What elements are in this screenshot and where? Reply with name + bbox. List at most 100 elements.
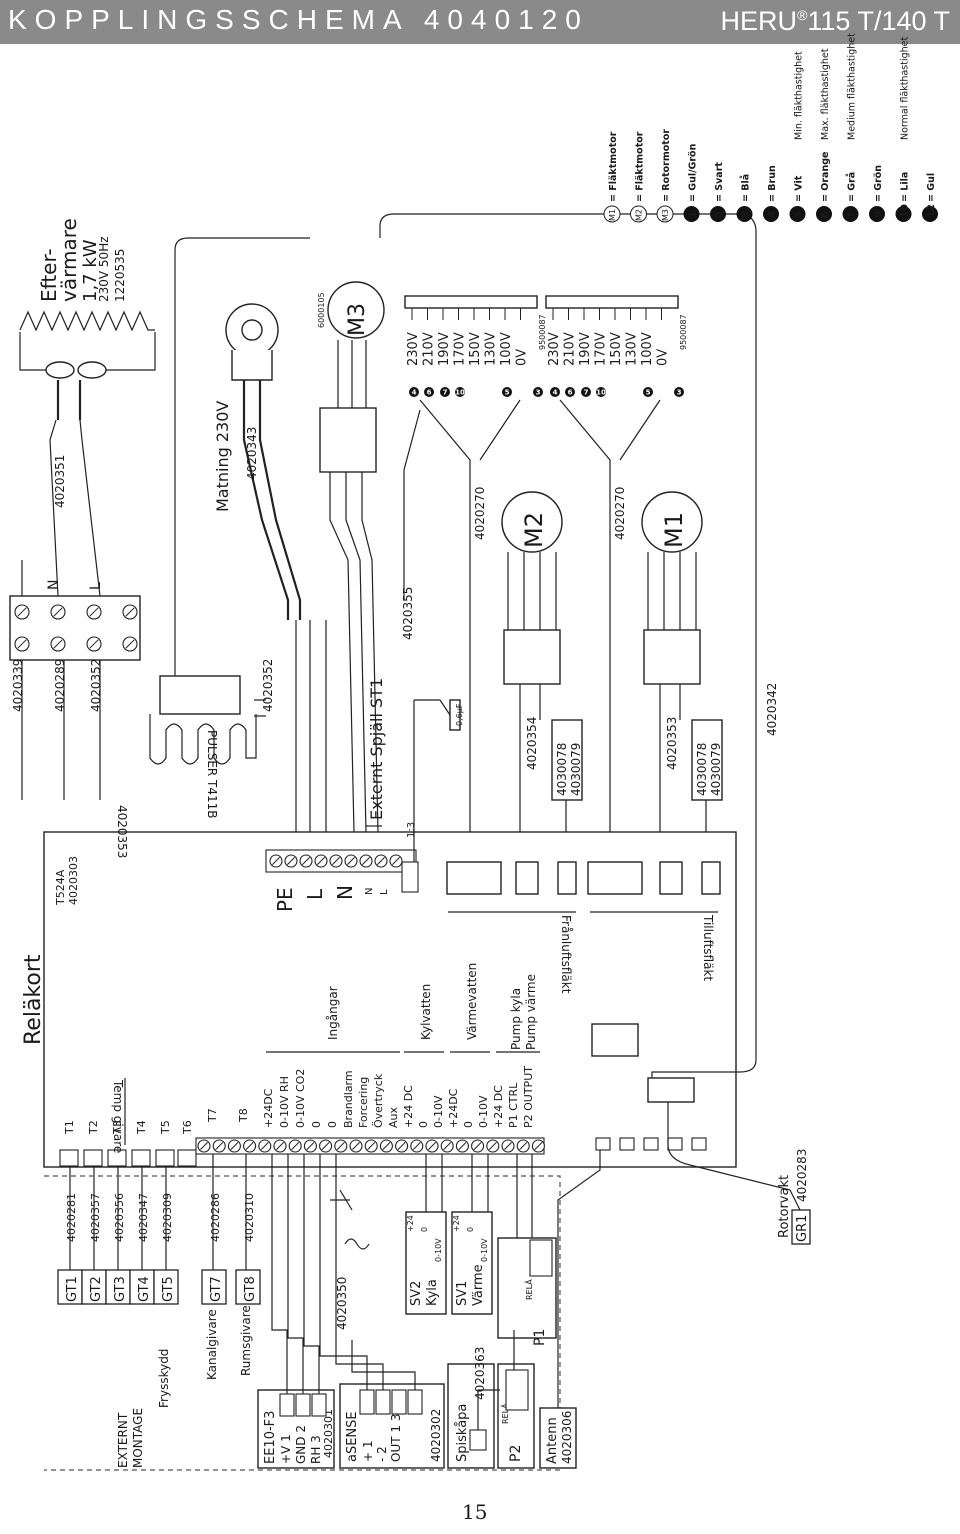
wire-number: 10: [596, 389, 606, 397]
svg-text:0-10V: 0-10V: [434, 1238, 443, 1262]
p1-relay: P1 RELÄ: [497, 1237, 557, 1346]
terminal-t7-label: T7: [206, 1108, 219, 1123]
pin-24dc-varm: +24DC: [447, 1088, 460, 1128]
legend-label: = Svart: [714, 162, 725, 202]
screw-slot: [458, 1142, 467, 1150]
relay-board-title: Reläkort: [21, 954, 46, 1045]
legend-key: 5: [794, 211, 805, 218]
screw-slot: [306, 1142, 315, 1150]
voltage-tap-label: 210V: [563, 332, 578, 366]
pin-010-varm: 0-10V: [477, 1095, 490, 1128]
svg-text:GT8: GT8: [243, 1276, 258, 1302]
legend-number-badge: [895, 206, 912, 222]
svg-text:GT4: GT4: [137, 1276, 152, 1302]
legend-number-badge: [869, 206, 885, 222]
svg-text:+V 1: +V 1: [279, 1434, 293, 1464]
svg-text:4020363: 4020363: [473, 1347, 487, 1400]
screw-slot: [302, 857, 310, 865]
p2-relay: P2 RELÄ: [497, 1363, 535, 1469]
screw-slot: [317, 857, 325, 865]
cable-4020270b: 4020270: [613, 487, 627, 540]
svg-text:9500087: 9500087: [679, 314, 688, 350]
screw-slot: [362, 857, 370, 865]
legend-key: M3: [661, 209, 670, 221]
wire-number: 3: [677, 389, 682, 397]
inputs-label: Ingångar: [326, 986, 340, 1040]
wire-number-badge: [455, 387, 465, 397]
wire-number: 7: [584, 389, 589, 397]
svg-text:Kanalgivare: Kanalgivare: [205, 1309, 219, 1380]
ratio-label: 1:3: [406, 822, 417, 838]
wire-number: 6: [568, 389, 573, 397]
svg-text:4020301: 4020301: [322, 1409, 335, 1458]
screw-slot: [291, 1142, 300, 1150]
svg-text:4020353: 4020353: [665, 717, 679, 770]
svg-text:P2: P2: [508, 1445, 524, 1462]
legend-key: 10: [900, 204, 911, 218]
wire-number: 4: [412, 389, 417, 397]
svg-text:Antenn: Antenn: [545, 1417, 560, 1464]
after-heater: Efter- värmare 1,7 kW 230V 50Hz 1220535: [19, 218, 156, 379]
svg-text:RELÄ: RELÄ: [524, 1279, 534, 1300]
ext-damper-label: Externt Spjäll ST1: [367, 678, 386, 820]
svg-text:4020289: 4020289: [53, 659, 67, 712]
voltage-tap-label: 100V: [499, 332, 514, 366]
wire-number: 10: [455, 389, 465, 397]
screw-slot: [336, 1142, 345, 1150]
legend-label: = Orange: [820, 152, 831, 202]
external-label-1: EXTERNT: [116, 1412, 130, 1468]
screw-slot: [230, 1142, 239, 1150]
svg-text:1220535: 1220535: [113, 249, 127, 302]
temp-terminals: T1 T2 T3 T4 T5 T6 T7 T8: [59, 1108, 250, 1167]
wire-number: 6: [427, 389, 432, 397]
screw-slot: [125, 639, 135, 649]
svg-text:4020350: 4020350: [335, 1277, 349, 1330]
legend-item-12: 12= Gul: [922, 173, 938, 222]
svg-text:4020356: 4020356: [113, 1193, 126, 1242]
screw-slot: [215, 1142, 224, 1150]
legend-item-m2: M2= Fläktmotor: [630, 131, 647, 223]
svg-text:4020339: 4020339: [11, 659, 25, 712]
svg-text:1,7 kW: 1,7 kW: [80, 239, 101, 302]
svg-text:Spiskåpa: Spiskåpa: [455, 1404, 470, 1462]
legend-description: Max. fläkthastighet: [820, 48, 831, 140]
voltage-tap-label: 150V: [609, 332, 624, 366]
pin-brandlarm: Brandlarm: [342, 1070, 355, 1128]
voltage-tap-label: 130V: [625, 332, 640, 366]
svg-text:4020283: 4020283: [795, 1149, 809, 1202]
svg-text:4020286: 4020286: [209, 1193, 222, 1242]
voltage-tap-label: 130V: [484, 332, 499, 366]
wire-number-badge: [550, 387, 560, 397]
terminal-t3: T3: [107, 1120, 127, 1167]
pin-010-kyl: 0-10V: [432, 1095, 445, 1128]
screw-slot: [287, 857, 295, 865]
cable-4020351: 4020351: [53, 380, 82, 508]
spiskapa: Spiskåpa 4020363: [447, 1347, 495, 1469]
wire-number-badge: [409, 387, 419, 397]
terminal-t6: T6: [177, 1120, 197, 1167]
svg-text:230V 50Hz: 230V 50Hz: [97, 236, 111, 302]
voltage-tap-label: 210V: [422, 332, 437, 366]
fan-motor-m2: M2 4020354 4030078 4030079: [501, 491, 583, 832]
wire-number-badge: [565, 387, 575, 397]
terminal-t2: T2: [83, 1120, 103, 1167]
screw-slot: [272, 857, 280, 865]
pin-rh: 0-10V RH: [278, 1076, 291, 1128]
svg-text:0: 0: [420, 1227, 429, 1232]
svg-text:P1: P1: [532, 1329, 548, 1346]
svg-text:Frysskydd: Frysskydd: [157, 1349, 171, 1408]
pin-24dc-kyl: +24 DC: [402, 1085, 415, 1128]
svg-text:Kyla: Kyla: [425, 1279, 440, 1306]
svg-text:+24: +24: [406, 1215, 415, 1232]
screw-slot: [89, 639, 99, 649]
screw-slot: [260, 1142, 269, 1150]
cable-4020270a: 4020270: [473, 487, 487, 540]
voltage-tap-label: 0V: [515, 349, 530, 366]
